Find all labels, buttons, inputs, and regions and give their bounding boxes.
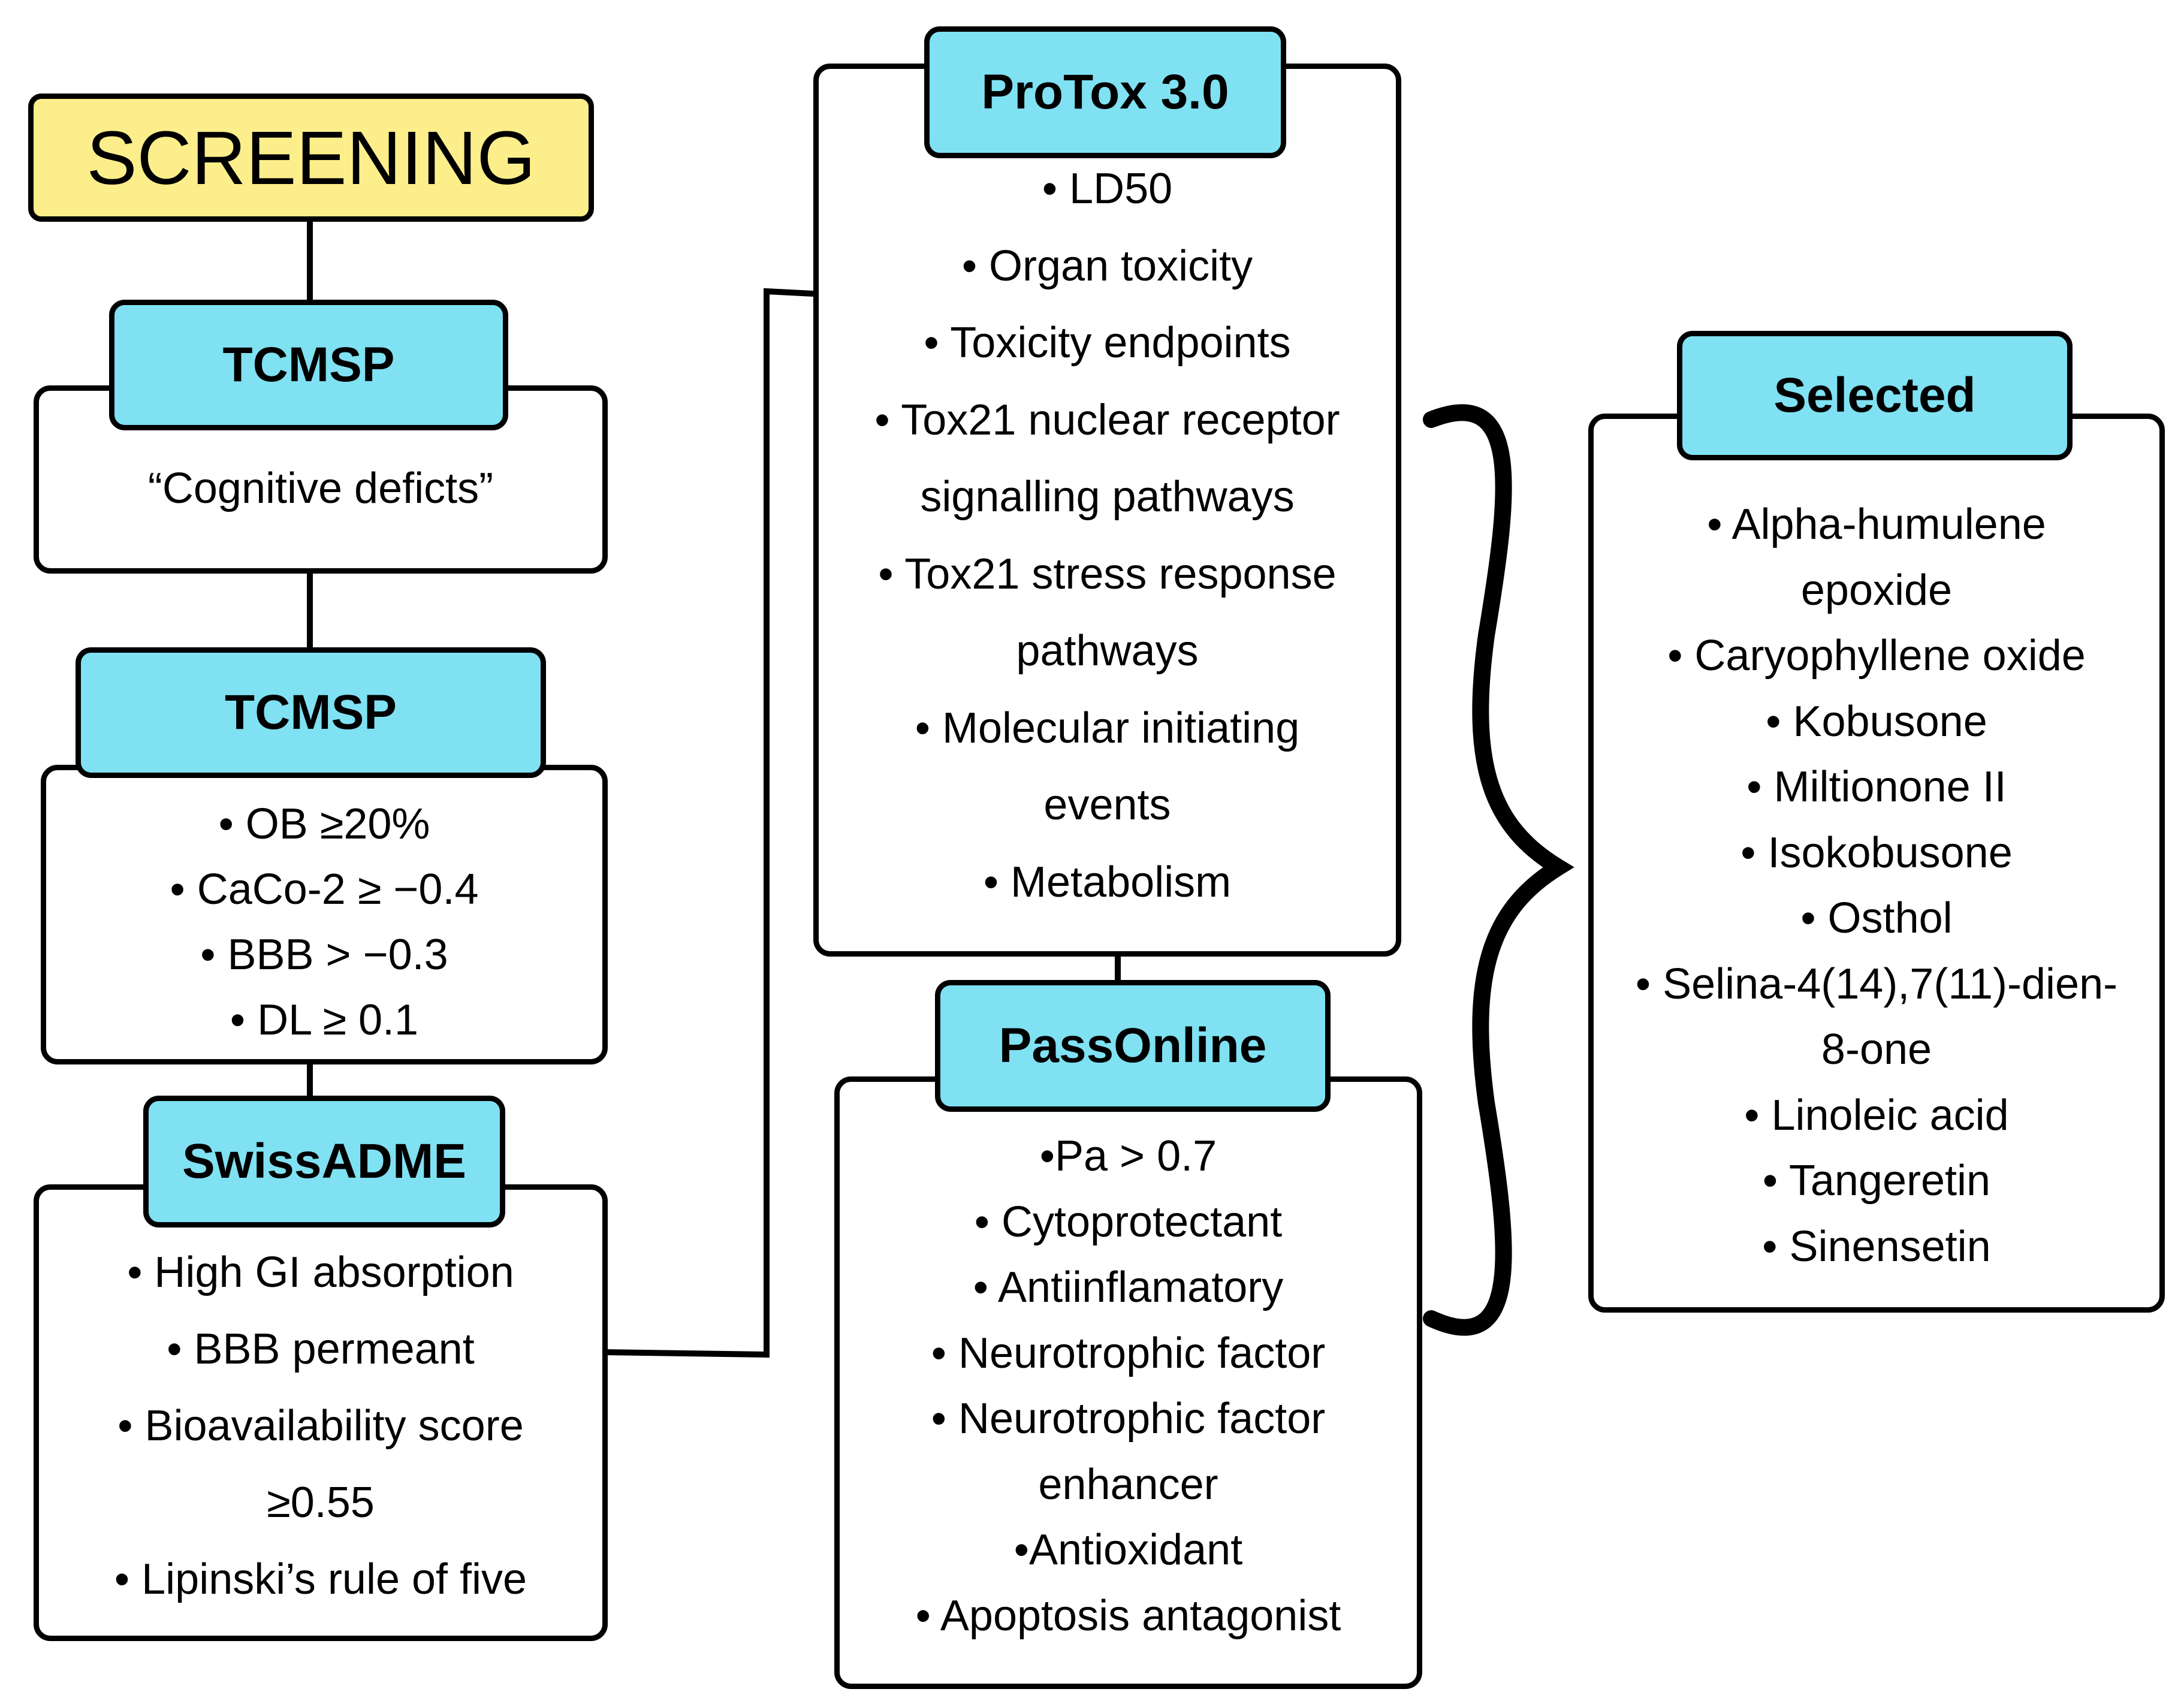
list-item: • Tox21 stress response (878, 550, 1337, 598)
list-item: enhancer (1038, 1460, 1218, 1509)
tcmsp-query-text: “Cognitive deficts” (147, 465, 494, 512)
tcmsp-criteria-list: • OB ≥20% • CaCo-2 ≥ −0.4 • BBB > −0.3 •… (46, 792, 602, 1053)
swissadme-header: SwissADME (143, 1096, 505, 1228)
list-item: • Metabolism (983, 858, 1232, 906)
list-item: • Kobusone (1766, 697, 1987, 746)
list-item: • Antiinflamatory (973, 1263, 1284, 1311)
list-item: • DL ≥ 0.1 (230, 996, 419, 1044)
curly-brace (1423, 404, 1574, 1336)
passonline-box: •Pa > 0.7 • Cytoprotectant • Antiinflama… (834, 1076, 1422, 1689)
list-item: • BBB permeant (167, 1325, 475, 1373)
selected-header-label: Selected (1773, 368, 1976, 423)
list-item: • BBB > −0.3 (200, 931, 448, 979)
list-item: • Bioavailability score (117, 1402, 524, 1450)
list-item: • Tox21 nuclear receptor (874, 396, 1340, 444)
passonline-list: •Pa > 0.7 • Cytoprotectant • Antiinflama… (840, 1124, 1417, 1649)
tcmsp-criteria-box: • OB ≥20% • CaCo-2 ≥ −0.4 • BBB > −0.3 •… (41, 765, 608, 1064)
list-item: • Tangeretin (1762, 1157, 1991, 1205)
selected-header: Selected (1677, 331, 2073, 460)
list-item: ≥0.55 (267, 1479, 375, 1527)
list-item: • Alpha-humulene (1707, 500, 2046, 548)
selected-list: • Alpha-humulene epoxide • Caryophyllene… (1594, 492, 2159, 1280)
selected-box: • Alpha-humulene epoxide • Caryophyllene… (1588, 414, 2165, 1313)
list-item: events (1043, 781, 1171, 829)
connector-swissadme-protox (605, 288, 814, 1358)
list-item: • Organ toxicity (961, 242, 1253, 290)
list-item: 8-one (1821, 1026, 1932, 1073)
protox-header: ProTox 3.0 (924, 26, 1286, 158)
swissadme-header-label: SwissADME (182, 1134, 466, 1189)
list-item: • Selina-4(14),7(11)-dien- (1635, 960, 2118, 1008)
list-item: • CaCo-2 ≥ −0.4 (170, 865, 479, 913)
tcmsp-header-2: TCMSP (76, 647, 546, 778)
protox-header-label: ProTox 3.0 (981, 65, 1229, 119)
screening-title: SCREENING (86, 115, 536, 200)
list-item: • Linoleic acid (1744, 1091, 2009, 1139)
list-item: • Molecular initiating (915, 704, 1300, 752)
list-item: • Neurotrophic factor (931, 1329, 1326, 1377)
swissadme-box: • High GI absorption • BBB permeant • Bi… (34, 1184, 608, 1641)
swissadme-list: • High GI absorption • BBB permeant • Bi… (39, 1234, 602, 1618)
list-item: • Cytoprotectant (974, 1198, 1283, 1246)
list-item: pathways (1016, 627, 1199, 675)
tcmsp-header-2-label: TCMSP (225, 685, 397, 740)
list-item: signalling pathways (920, 473, 1295, 521)
tcmsp-header-1-label: TCMSP (222, 337, 395, 392)
passonline-header: PassOnline (935, 980, 1331, 1112)
screening-title-box: SCREENING (28, 94, 594, 222)
list-item: • Neurotrophic factor (931, 1395, 1326, 1443)
list-item: • High GI absorption (127, 1248, 514, 1296)
list-item: epoxide (1800, 566, 1953, 614)
list-item: • Isokobusone (1740, 828, 2013, 877)
list-item: • LD50 (1042, 165, 1173, 213)
list-item: • Sinensetin (1762, 1222, 1991, 1271)
list-item: • Osthol (1800, 894, 1953, 942)
list-item: • Miltionone II (1746, 763, 2007, 811)
list-item: •Antioxidant (1013, 1526, 1243, 1574)
protox-list: • LD50 • Organ toxicity • Toxicity endpo… (819, 150, 1396, 921)
list-item: •Pa > 0.7 (1039, 1132, 1217, 1180)
passonline-header-label: PassOnline (999, 1018, 1267, 1073)
list-item: • OB ≥20% (218, 800, 430, 848)
list-item: • Caryophyllene oxide (1667, 632, 2086, 680)
list-item: • Lipinski’s rule of five (114, 1555, 527, 1603)
list-item: • Apoptosis antagonist (915, 1591, 1341, 1640)
tcmsp-header-1: TCMSP (109, 300, 508, 430)
list-item: • Toxicity endpoints (924, 319, 1291, 367)
protox-box: • LD50 • Organ toxicity • Toxicity endpo… (813, 64, 1401, 957)
